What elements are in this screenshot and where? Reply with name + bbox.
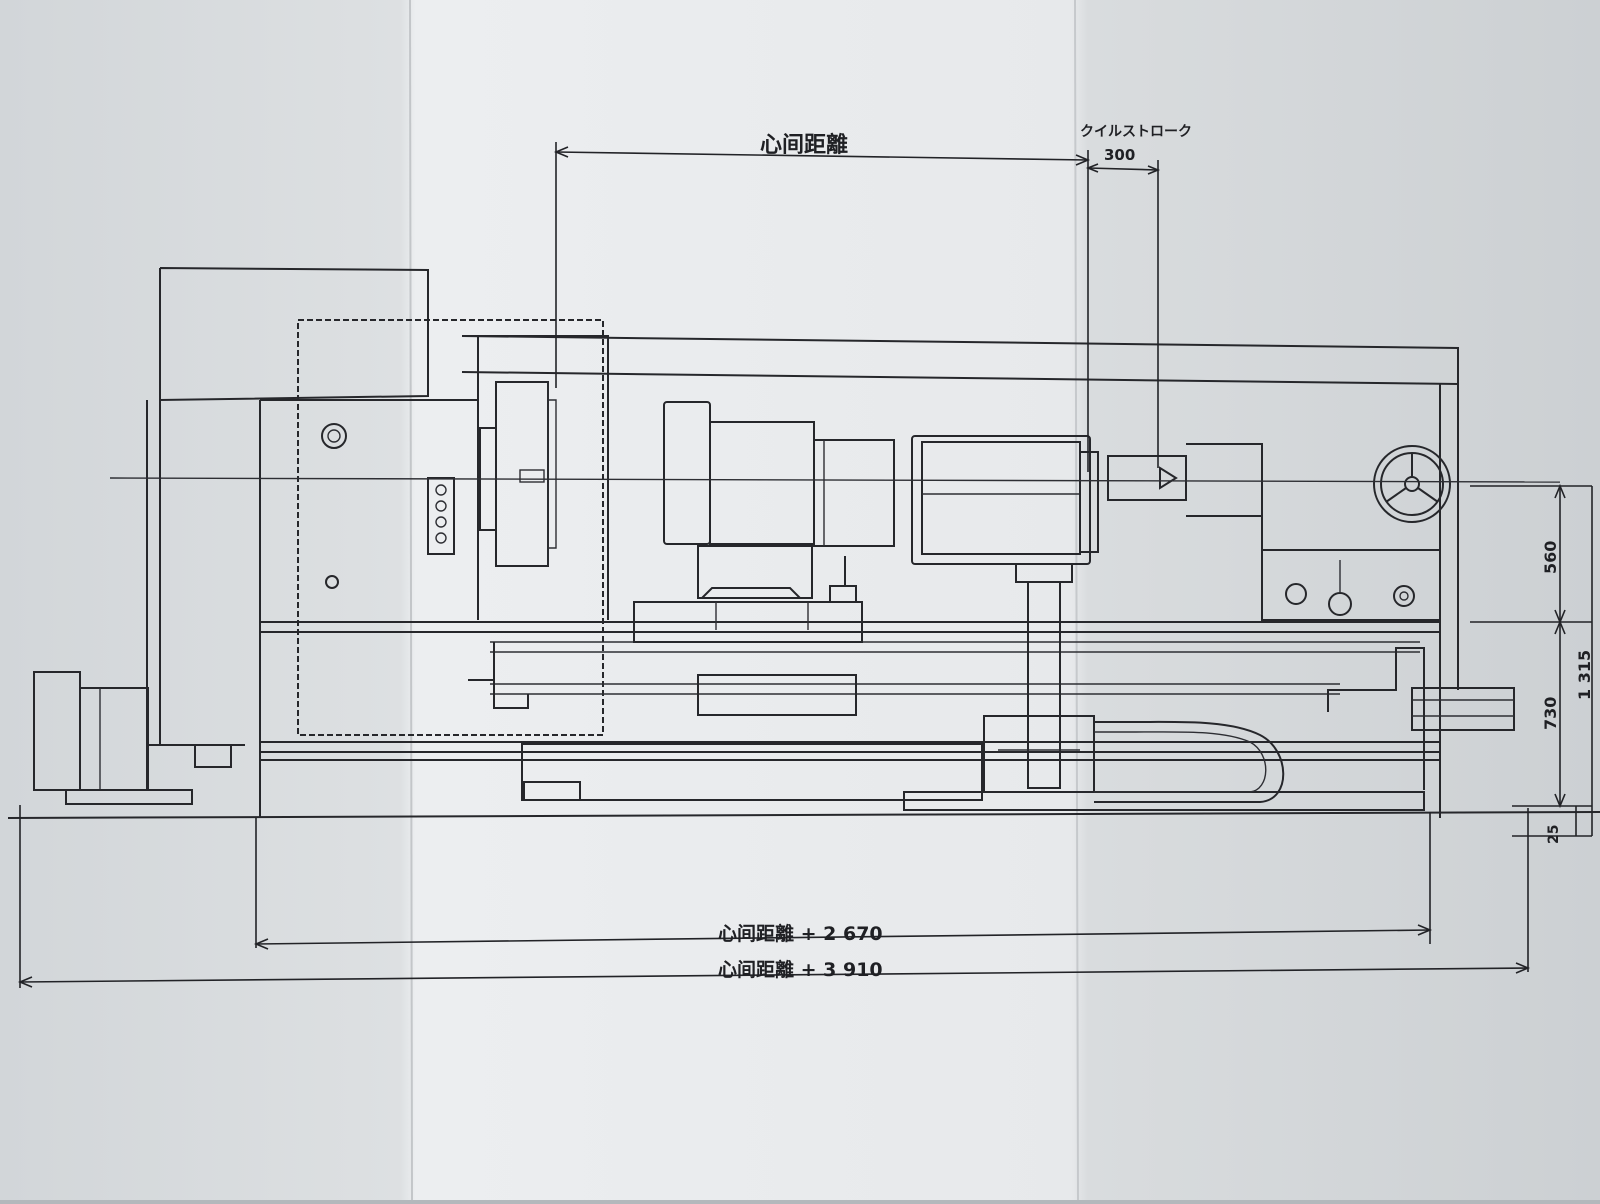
carriage [633,401,895,716]
dimension-heights [1470,483,1593,837]
label-total-length-2: 心间距離 + 3 910 [718,958,883,981]
dimension-total-length-2 [17,805,1531,988]
enclosure [461,335,1459,690]
label-height-560: 560 [1541,541,1560,574]
label-quill-stroke: クイルストローク [1080,124,1192,140]
floor-line [7,811,1600,819]
lathe-bed [259,621,1441,818]
dimension-total-length-1 [253,812,1433,950]
dimension-quill-stroke [1085,150,1161,472]
label-height-730: 730 [1541,697,1560,730]
tailstock [1107,443,1515,790]
label-center-distance: 心间距離 [760,132,848,158]
dimension-center-distance-top [553,142,1091,388]
label-quill-stroke-value: 300 [1104,146,1135,164]
motor [33,671,245,805]
label-total-length-1: 心间距離 + 2 670 [718,922,883,945]
spindle-center-line [109,477,1561,483]
label-height-25: 25 [1546,825,1562,844]
label-height-1315: 1 315 [1575,650,1594,700]
cutting-unit [911,435,1285,803]
fold-line-right [1074,0,1079,1201]
headstock [146,267,604,745]
fold-line-left [409,0,413,1201]
